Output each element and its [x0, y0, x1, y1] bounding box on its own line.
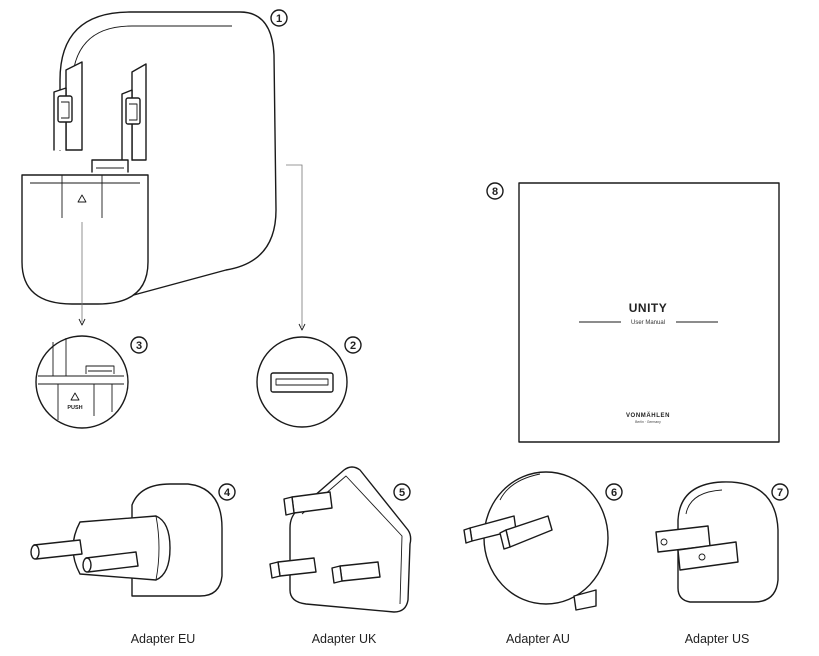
adapter-us-illustration: 7 [655, 481, 789, 603]
caption-adapter-eu: Adapter EU [130, 632, 196, 646]
leader-lines [78, 164, 306, 331]
push-button-detail: PUSH 3 [35, 335, 148, 429]
callout-1: 1 [276, 13, 282, 25]
caption-adapter-uk: Adapter UK [311, 632, 377, 646]
manual-subtitle: User Manual [631, 320, 665, 326]
caption-adapter-au: Adapter AU [506, 632, 570, 646]
manual-brand-sub: Berlin · Germany [635, 420, 661, 424]
push-label: PUSH [67, 405, 82, 411]
manual-title: UNITY [629, 301, 668, 315]
callout-2: 2 [350, 340, 356, 352]
callout-6: 6 [611, 487, 617, 499]
caption-adapter-us: Adapter US [684, 632, 750, 646]
adapter-eu-illustration: 4 [30, 483, 236, 597]
callout-4: 4 [224, 487, 231, 499]
adapter-au-illustration: 6 [463, 471, 623, 611]
user-manual: UNITY User Manual VONMÄHLEN Berlin · Ger… [486, 182, 780, 443]
callout-7: 7 [777, 487, 783, 499]
adapter-uk-illustration: 5 [269, 466, 412, 613]
callout-8: 8 [492, 186, 498, 198]
usb-port-detail: 2 [256, 336, 362, 428]
callout-3: 3 [136, 340, 142, 352]
manual-brand: VONMÄHLEN [626, 412, 670, 419]
charger-body: 1 [21, 9, 288, 305]
callout-5: 5 [399, 487, 405, 499]
